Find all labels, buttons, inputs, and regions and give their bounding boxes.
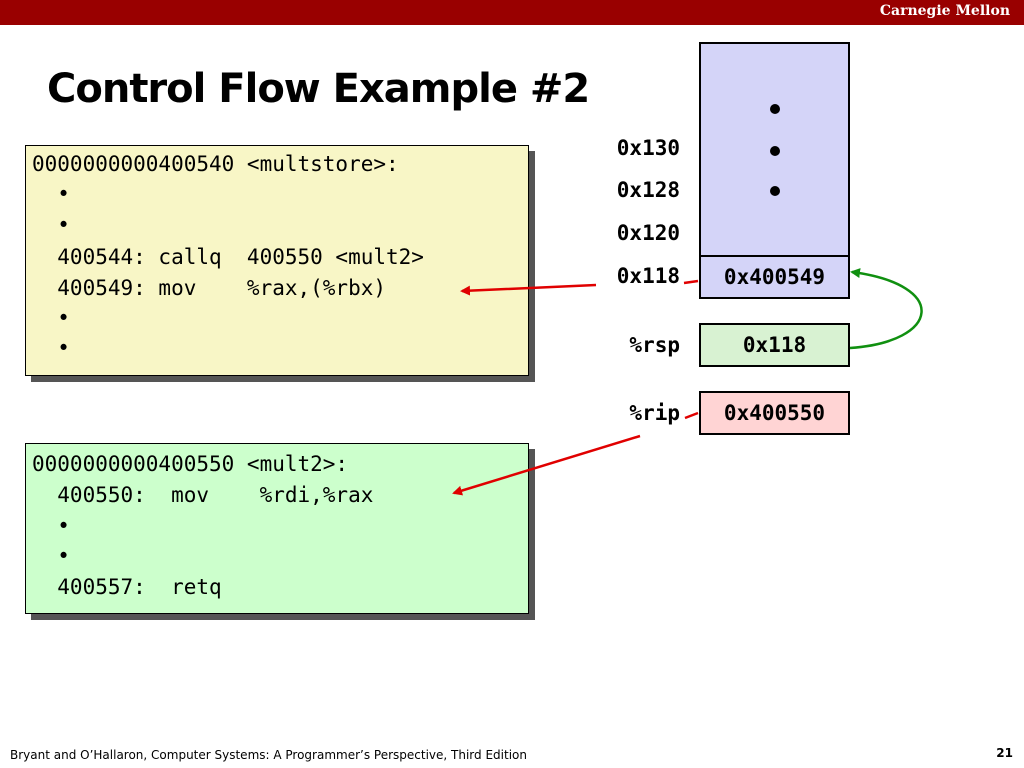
rip-label: %rip: [629, 401, 680, 425]
rip-register: 0x400550: [699, 391, 850, 435]
ellipsis-dot: [770, 186, 780, 196]
stack-address: 0x118: [616, 264, 680, 288]
stack-address: 0x120: [616, 221, 680, 245]
return-address-arrow: [462, 279, 699, 291]
code-line: 0000000000400540 <multstore>:: [32, 152, 399, 176]
mult2-code-box: 0000000000400550 <mult2>: 400550: mov %r…: [25, 443, 529, 614]
brand-label: Carnegie Mellon: [879, 3, 1010, 19]
code-line: •: [32, 213, 70, 237]
header-bar: Carnegie Mellon: [0, 0, 1024, 25]
rsp-label: %rsp: [629, 333, 680, 357]
rsp-pointer-arrow: [849, 268, 923, 350]
stack-top-cell: 0x400549: [699, 255, 850, 299]
code-line: •: [32, 514, 70, 538]
ellipsis-dot: [770, 104, 780, 114]
multstore-code-box: 0000000000400540 <multstore>: • • 400544…: [25, 145, 529, 376]
code-line: •: [32, 306, 70, 330]
footer-citation: Bryant and O’Hallaron, Computer Systems:…: [10, 748, 527, 762]
stack-address: 0x130: [616, 136, 680, 160]
stack-address: 0x128: [616, 178, 680, 202]
code-line: •: [32, 544, 70, 568]
rip-arrow: [454, 411, 699, 493]
code-line: •: [32, 336, 70, 360]
ellipsis-dot: [770, 146, 780, 156]
stack-memory: [699, 42, 850, 255]
slide-title: Control Flow Example #2: [47, 66, 590, 112]
code-line: 400549: mov %rax,(%rbx): [32, 276, 387, 300]
code-line: •: [32, 182, 70, 206]
code-line: 400550: mov %rdi,%rax: [32, 483, 374, 507]
page-number: 21: [996, 746, 1013, 760]
code-line: 0000000000400550 <mult2>:: [32, 452, 349, 476]
code-line: 400544: callq 400550 <mult2>: [32, 245, 424, 269]
rsp-register: 0x118: [699, 323, 850, 367]
code-line: 400557: retq: [32, 575, 222, 599]
